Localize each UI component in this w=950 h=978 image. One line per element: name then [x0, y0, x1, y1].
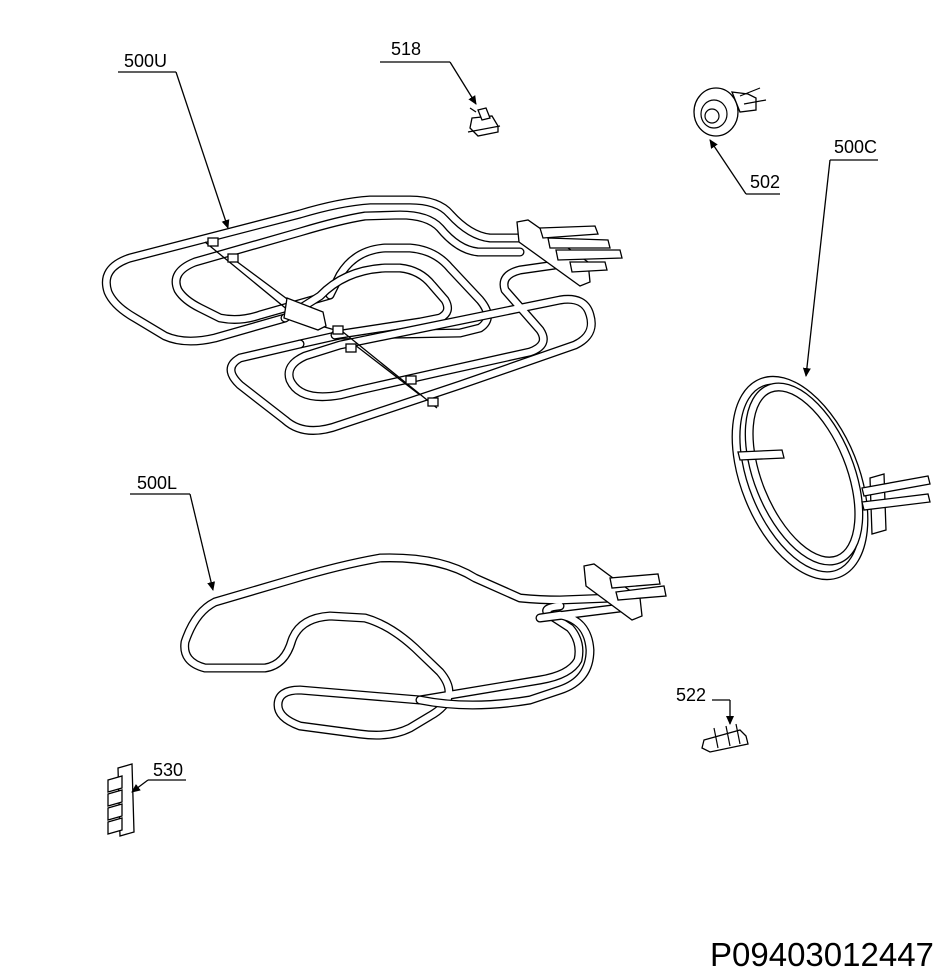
leader-500L: [189, 493, 216, 591]
label-500L: 500L: [137, 473, 177, 493]
label-518: 518: [391, 39, 421, 59]
upper-heater-element: [101, 195, 623, 435]
thermostat-part: [467, 107, 501, 137]
leader-530: [131, 779, 149, 793]
leader-518: [449, 61, 477, 105]
leader-500C: [802, 159, 831, 377]
terminal-block-part: [107, 763, 135, 837]
leader-502: [709, 139, 747, 195]
label-502: 502: [750, 172, 780, 192]
connector-part: [701, 723, 749, 753]
lamp-part: [693, 87, 767, 137]
label-500C: 500C: [834, 137, 877, 157]
label-522: 522: [676, 685, 706, 705]
leader-500U: [175, 71, 230, 229]
label-530: 530: [153, 760, 183, 780]
circular-heater-element: [731, 375, 931, 581]
lower-heater-element: [180, 553, 667, 740]
document-code: P09403012447: [710, 936, 934, 973]
label-500U: 500U: [124, 51, 167, 71]
